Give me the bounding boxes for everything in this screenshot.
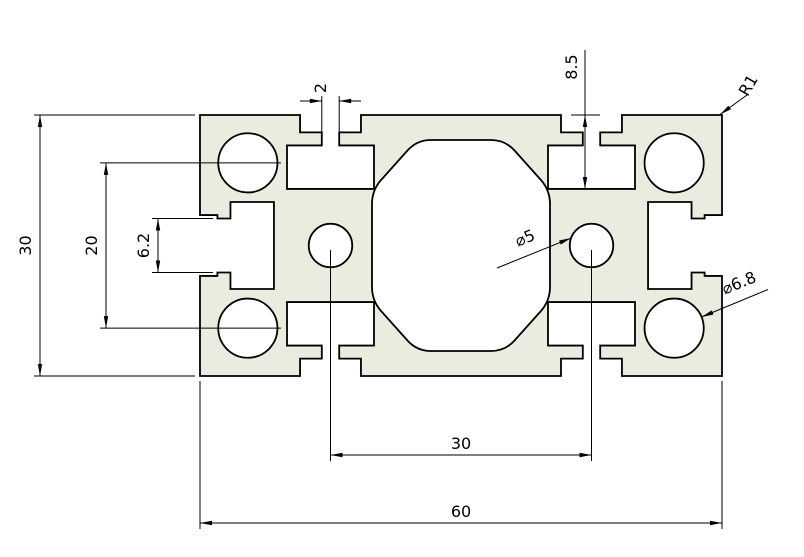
arrowhead <box>701 310 714 317</box>
dim-label-slot-neck-width: 2 <box>311 83 330 93</box>
corner-hole-bottom-right <box>643 297 705 359</box>
dim-label-corner-radius: R1 <box>735 71 762 99</box>
arrowhead <box>330 452 343 458</box>
dim-label-overall-height: 30 <box>16 235 35 255</box>
dimension-end-slot-opening: 6.2 <box>134 218 213 273</box>
arrowhead <box>309 98 322 104</box>
dimension-slot-depth: 8.5 <box>562 50 600 189</box>
dim-label-center-hole-pitch: 30 <box>451 434 471 453</box>
dim-label-corner-hole-diameter: ⌀6.8 <box>719 268 759 299</box>
arrowhead <box>155 260 161 273</box>
dimension-overall-height: 30 <box>16 114 195 377</box>
arrowhead <box>582 176 588 189</box>
dimension-corner-hole-pitch: 20 <box>82 162 281 329</box>
arrowhead <box>103 316 109 329</box>
dimension-center-hole-pitch: 30 <box>330 250 592 461</box>
arrowhead <box>710 520 722 526</box>
leader-line <box>701 289 769 318</box>
arrowhead <box>37 364 43 376</box>
dim-label-corner-hole-pitch: 20 <box>82 235 101 255</box>
dim-label-end-slot-opening: 6.2 <box>134 233 153 258</box>
arrowhead <box>720 105 731 115</box>
arrowhead <box>559 238 572 245</box>
dimension-corner-radius: R1 <box>719 71 762 115</box>
dim-label-slot-depth: 8.5 <box>562 54 581 79</box>
dim-label-overall-width: 60 <box>451 502 471 521</box>
arrowhead <box>200 520 212 526</box>
corner-hole-top-right <box>643 132 705 194</box>
arrowhead <box>37 115 43 127</box>
arrowhead <box>103 162 109 175</box>
profile-cross-section <box>199 114 723 377</box>
arrowhead <box>582 115 588 127</box>
arrowhead <box>339 98 352 104</box>
central-cavity <box>371 139 551 352</box>
leader-line <box>496 237 572 269</box>
dimension-overall-width: 60 <box>199 381 723 529</box>
arrowhead <box>579 452 592 458</box>
arrowhead <box>155 218 161 231</box>
dimension-slot-neck-width: 2 <box>300 83 361 133</box>
